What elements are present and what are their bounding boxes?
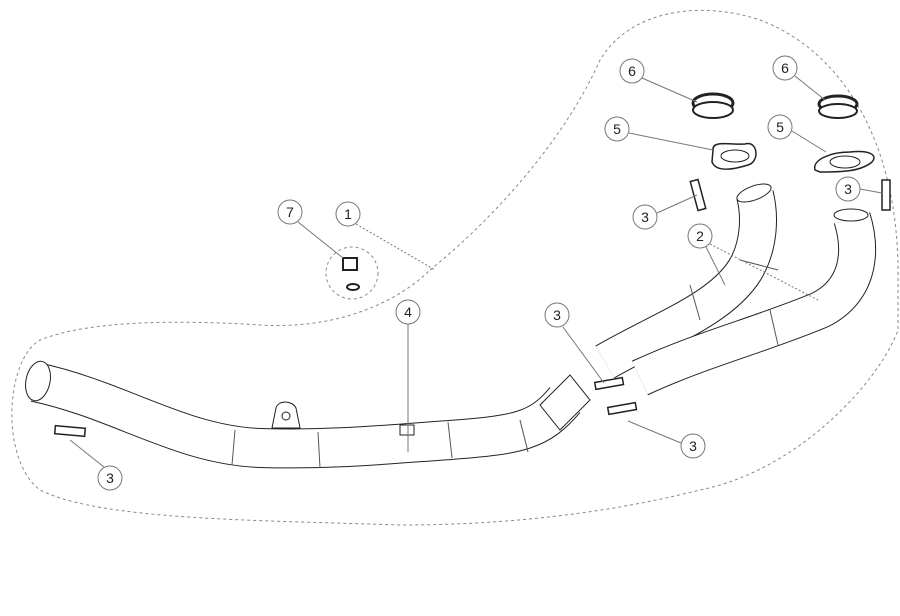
header-pipes: [595, 183, 876, 396]
callout-3-upper-left: 3: [632, 204, 658, 230]
kit-boundary-outline: [11, 9, 899, 526]
callout-label: 3: [844, 181, 852, 197]
callout-label: 5: [613, 121, 621, 137]
bolt-and-washer-7: [342, 257, 360, 291]
link-pipe: [25, 360, 591, 469]
callout-3-lower-left: 3: [97, 465, 123, 491]
callout-6-left: 6: [619, 58, 645, 84]
callout-2: 2: [687, 223, 713, 249]
callout-label: 5: [776, 119, 784, 135]
callout-label: 3: [689, 438, 697, 454]
gasket-6-left: [691, 92, 735, 119]
callout-1: 1: [335, 201, 361, 227]
callout-label: 3: [641, 209, 649, 225]
callout-3-upper-right: 3: [835, 176, 861, 202]
callout-label: 1: [344, 206, 352, 222]
callout-4: 4: [395, 299, 421, 325]
callout-label: 7: [286, 204, 294, 220]
gasket-6-right: [817, 94, 859, 119]
callout-label: 2: [696, 228, 704, 244]
callout-label: 3: [106, 470, 114, 486]
callout-3-middle: 3: [544, 302, 570, 328]
flange-5-left: [711, 142, 757, 170]
callout-5-right: 5: [767, 114, 793, 140]
callout-6-right: 6: [772, 55, 798, 81]
callout-label: 4: [404, 304, 412, 320]
springs-3: [53, 178, 891, 438]
hardware-group-outline: [325, 246, 379, 300]
leader-lines: [69, 75, 883, 468]
flange-5-right: [814, 150, 875, 173]
callout-5-left: 5: [604, 116, 630, 142]
callout-label: 3: [553, 307, 561, 323]
callout-3-lower-right: 3: [680, 433, 706, 459]
callout-label: 6: [781, 60, 789, 76]
callout-7: 7: [277, 199, 303, 225]
callout-label: 6: [628, 63, 636, 79]
